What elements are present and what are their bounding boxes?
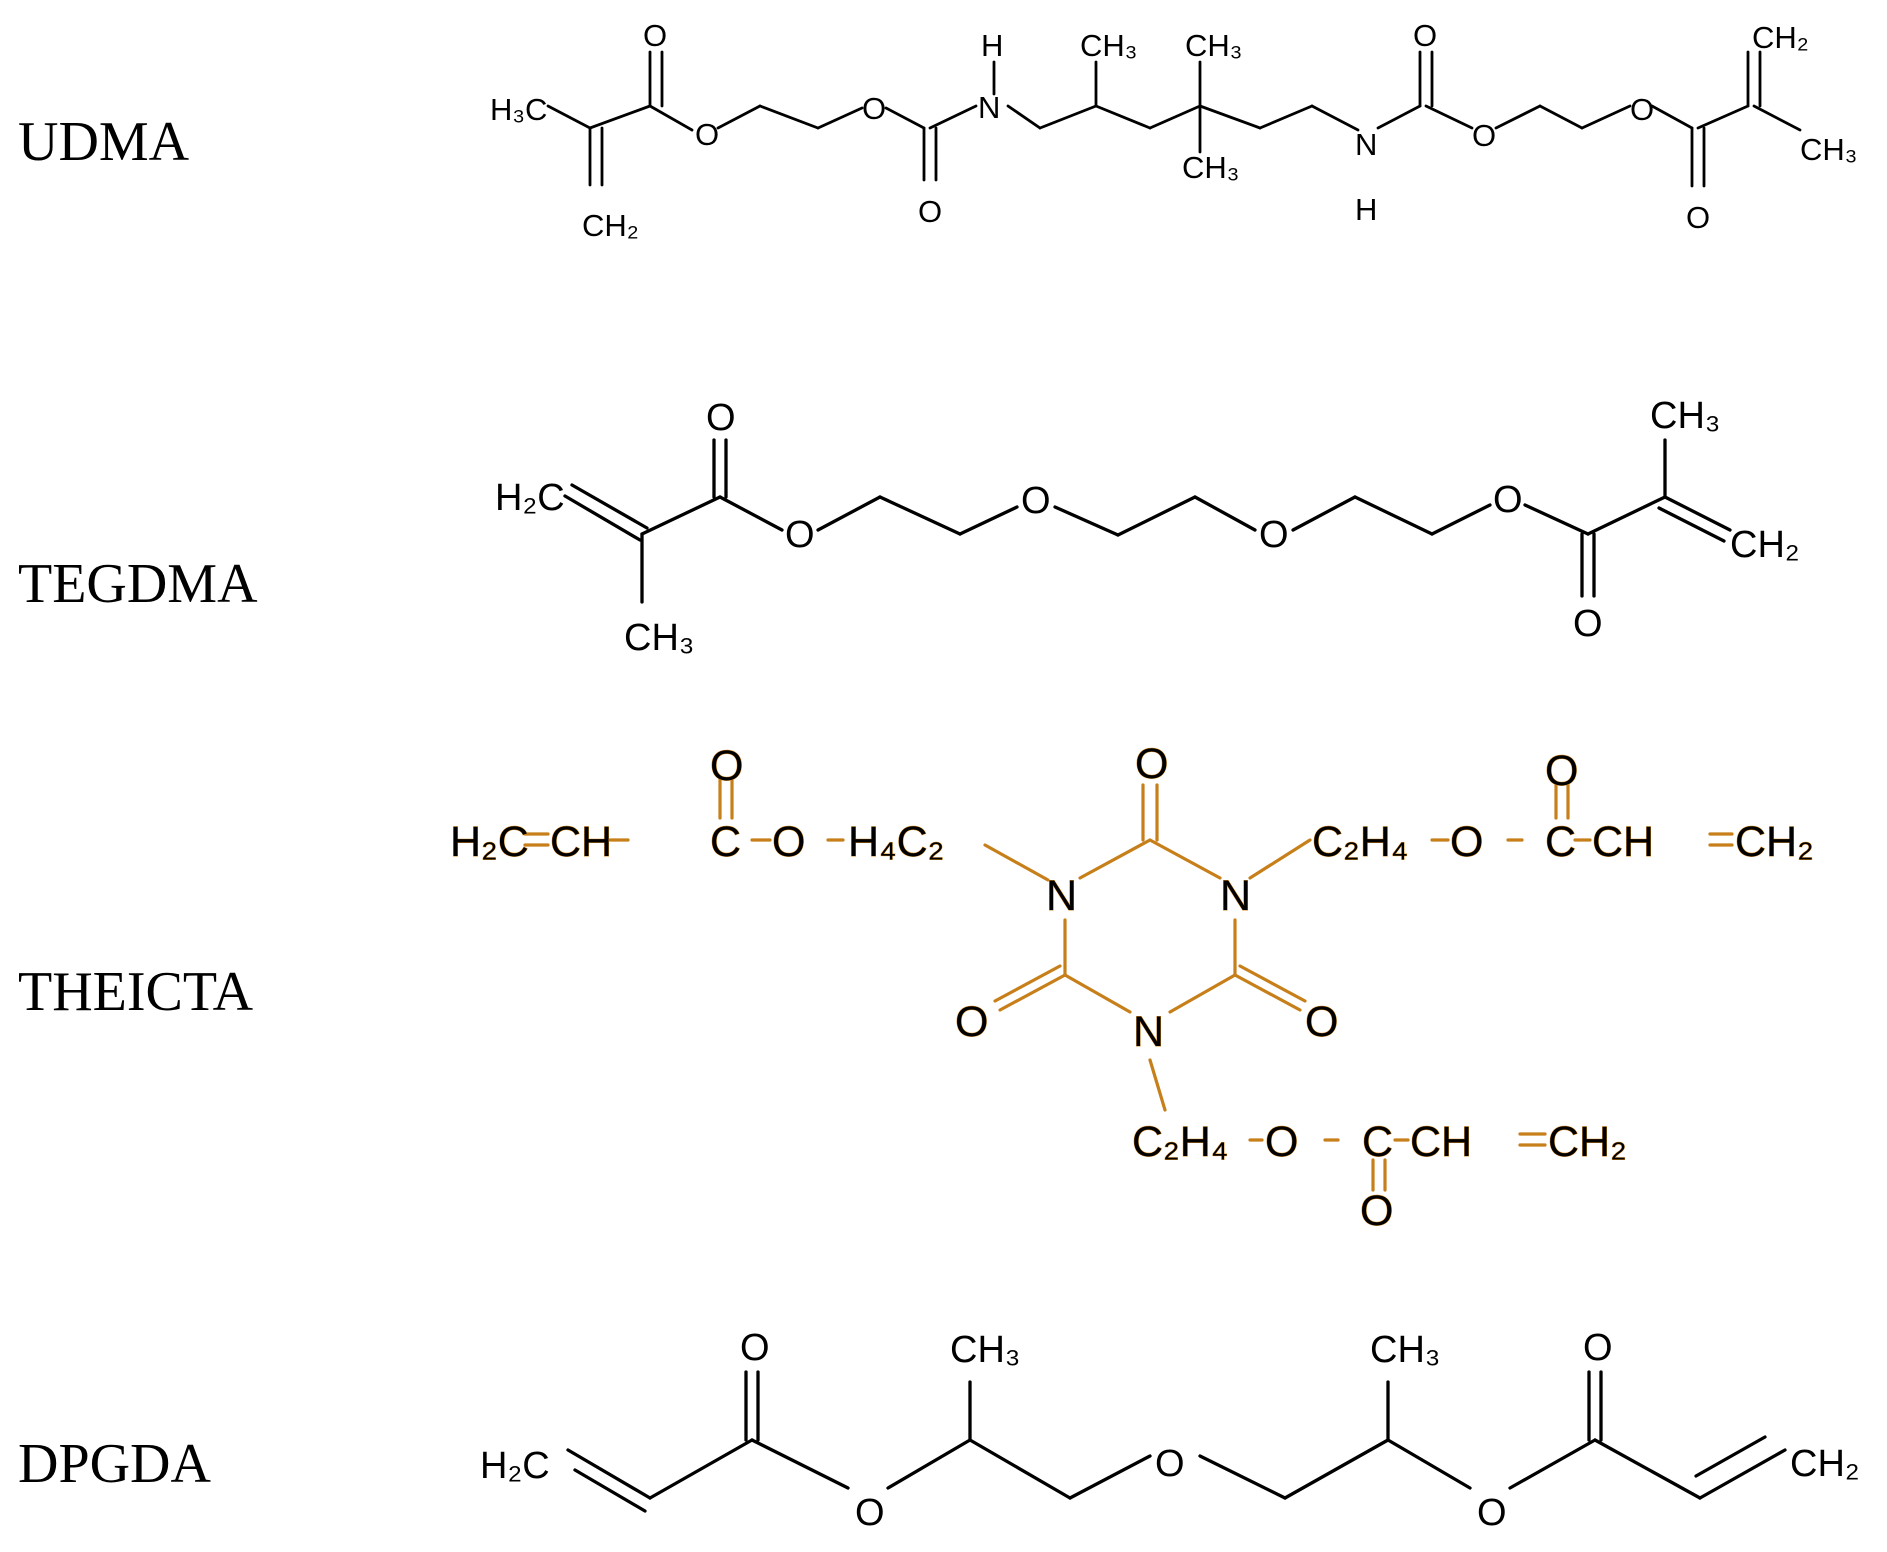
theicta-ch-3: CH bbox=[1410, 1118, 1472, 1166]
dpgda-ester-o-1: O bbox=[855, 1492, 885, 1534]
theicta-carbonyl-o-1: O bbox=[710, 742, 743, 790]
dpgda-name: DPGDA bbox=[18, 1433, 211, 1495]
theicta-carbonyl-o-3: O bbox=[1360, 1187, 1393, 1235]
udma-carbonyl-o-4: O bbox=[1686, 200, 1710, 235]
dpgda-carbonyl-o-1: O bbox=[740, 1327, 770, 1369]
theicta-c2h4-2: C₂H₄ bbox=[1132, 1118, 1228, 1166]
theicta-ring-o-left: O bbox=[955, 998, 988, 1046]
theicta-h4c2: H₄C₂ bbox=[848, 818, 944, 866]
tegdma-carbonyl-o-1: O bbox=[706, 397, 736, 439]
udma-ch2-left: CH₂ bbox=[582, 208, 639, 243]
dpgda-carbonyl-o-2: O bbox=[1583, 1327, 1613, 1369]
tegdma-ether-o-2: O bbox=[1259, 514, 1289, 556]
udma-ch2-right: CH₂ bbox=[1752, 20, 1809, 55]
theicta-h2c-1: H₂C bbox=[450, 818, 529, 866]
theicta-c-2: C bbox=[1545, 818, 1576, 866]
udma-ch3-1: CH₃ bbox=[1080, 28, 1137, 63]
dpgda-ch2: CH₂ bbox=[1790, 1443, 1860, 1485]
udma-carbonyl-o-1: O bbox=[643, 18, 667, 53]
theicta-structure: H₂C CH O C O H₄C₂ O N N N O O C₂H₄ O O C… bbox=[450, 740, 1815, 1236]
theicta-n-2: N bbox=[1220, 872, 1251, 920]
theicta-ester-o-3: O bbox=[1265, 1118, 1298, 1166]
udma-ester-o-2: O bbox=[1630, 92, 1654, 127]
udma-h-2: H bbox=[1355, 192, 1377, 227]
udma-n-1: N bbox=[978, 90, 1000, 125]
theicta-n-3: N bbox=[1133, 1008, 1164, 1056]
theicta-bonds bbox=[523, 776, 1734, 1192]
udma-carbonyl-o-3: O bbox=[1413, 18, 1437, 53]
tegdma-ester-o-2: O bbox=[1493, 479, 1523, 521]
theicta-ring-o-top: O bbox=[1135, 740, 1168, 788]
tegdma-name: TEGDMA bbox=[18, 553, 258, 615]
udma-ether-o-1: O bbox=[862, 91, 886, 126]
theicta-ester-o-2: O bbox=[1450, 818, 1483, 866]
dpgda-ether-o: O bbox=[1155, 1443, 1185, 1485]
dpgda-bonds bbox=[566, 1370, 1787, 1513]
tegdma-carbonyl-o-2: O bbox=[1573, 603, 1603, 645]
udma-h3c-left: H₃C bbox=[490, 92, 547, 127]
theicta-ch2-2: CH₂ bbox=[1548, 1118, 1627, 1166]
tegdma-ester-o-1: O bbox=[785, 514, 815, 556]
udma-ch3-3: CH₃ bbox=[1182, 150, 1239, 185]
tegdma-bonds bbox=[563, 438, 1732, 604]
tegdma-h2c: H₂C bbox=[495, 477, 565, 519]
dpgda-h2c: H₂C bbox=[480, 1445, 550, 1487]
dpgda-ch3-2: CH₃ bbox=[1370, 1329, 1440, 1371]
theicta-n-1: N bbox=[1046, 872, 1077, 920]
tegdma-ether-o-1: O bbox=[1021, 480, 1051, 522]
dpgda-ch3-1: CH₃ bbox=[950, 1329, 1020, 1371]
theicta-ch-1: CH bbox=[550, 818, 612, 866]
dpgda-ester-o-2: O bbox=[1477, 1492, 1507, 1534]
theicta-c-3: C bbox=[1362, 1118, 1393, 1166]
udma-ester-o-1: O bbox=[695, 117, 719, 152]
tegdma-structure: H₂C CH₃ O O O O O O CH₃ CH₂ bbox=[495, 395, 1800, 659]
udma-n-2: N bbox=[1355, 127, 1377, 162]
tegdma-ch2-right: CH₂ bbox=[1730, 524, 1800, 566]
udma-bonds bbox=[546, 50, 1802, 188]
theicta-c-1: C bbox=[710, 818, 741, 866]
udma-ch3-right: CH₃ bbox=[1800, 132, 1857, 167]
theicta-c2h4-1: C₂H₄ bbox=[1312, 818, 1408, 866]
udma-ether-o-2: O bbox=[1472, 118, 1496, 153]
theicta-name: THEICTA bbox=[18, 961, 254, 1023]
udma-ch3-2: CH₃ bbox=[1185, 28, 1242, 63]
theicta-carbonyl-o-2: O bbox=[1545, 747, 1578, 795]
dpgda-structure: H₂C O O CH₃ O CH₃ O O CH₂ bbox=[480, 1327, 1860, 1534]
udma-name: UDMA bbox=[18, 111, 190, 173]
theicta-ch-2: CH bbox=[1592, 818, 1654, 866]
theicta-ring-o-right: O bbox=[1305, 998, 1338, 1046]
theicta-ester-o-1: O bbox=[772, 818, 805, 866]
theicta-ch2-1: CH₂ bbox=[1735, 818, 1814, 866]
udma-structure: H₃C CH₂ O O O O N H CH₃ CH₃ CH₃ N H O O … bbox=[490, 18, 1857, 243]
tegdma-ch3-left: CH₃ bbox=[624, 617, 694, 659]
udma-h-1: H bbox=[981, 28, 1003, 63]
tegdma-ch3-right: CH₃ bbox=[1650, 395, 1720, 437]
udma-carbonyl-o-2: O bbox=[918, 194, 942, 229]
